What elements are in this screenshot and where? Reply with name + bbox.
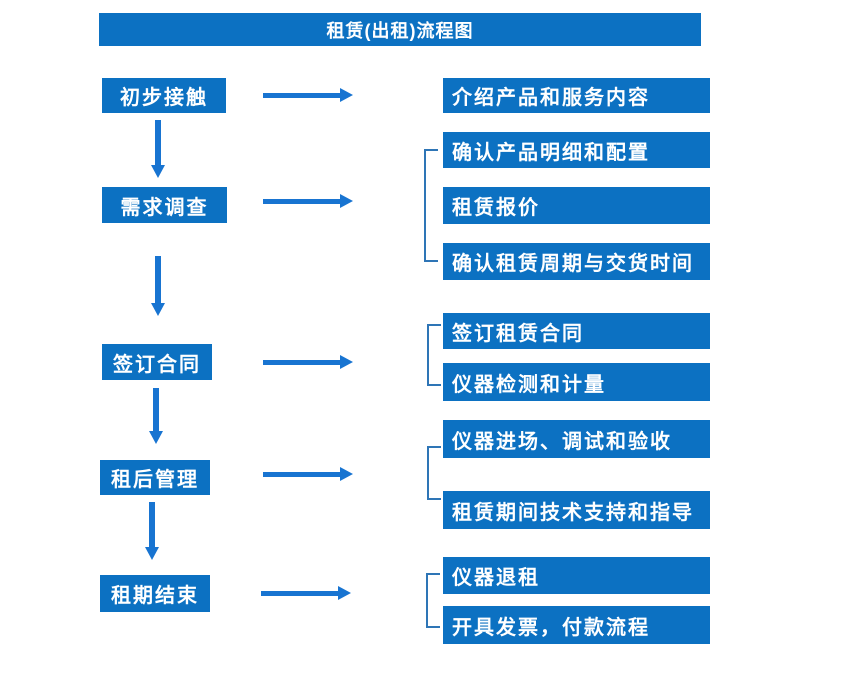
flowchart-title: 租赁(出租)流程图	[99, 13, 701, 46]
arrow-shaft	[263, 359, 342, 365]
step-box-rental-end: 租期结束	[100, 575, 210, 612]
arrow-head-icon	[340, 194, 353, 208]
arrow-head-icon	[149, 431, 163, 444]
right-arrow-sign-contract	[263, 355, 353, 369]
bracket-group-sign-contract	[427, 324, 441, 386]
arrow-shaft	[153, 388, 159, 432]
arrow-head-icon	[338, 586, 351, 600]
step-box-post-rental-management: 租后管理	[100, 460, 210, 495]
arrow-shaft	[263, 92, 342, 98]
bracket-group-rental-end	[426, 573, 440, 628]
arrow-head-icon	[151, 165, 165, 178]
arrow-head-icon	[340, 88, 353, 102]
step-box-sign-contract: 签订合同	[102, 344, 212, 380]
right-arrow-demand-survey	[263, 194, 353, 208]
bracket-group-post-rental	[427, 446, 441, 500]
arrow-shaft	[263, 471, 342, 477]
detail-box-sign-rental-contract: 签订租赁合同	[443, 313, 710, 349]
arrow-shaft	[155, 256, 161, 304]
detail-box-introduce-products: 介绍产品和服务内容	[443, 78, 710, 113]
down-arrow-4	[145, 502, 159, 560]
step-box-initial-contact: 初步接触	[102, 78, 226, 113]
down-arrow-1	[151, 120, 165, 178]
step-box-demand-survey: 需求调查	[102, 187, 227, 223]
right-arrow-rental-end	[261, 586, 351, 600]
arrow-shaft	[155, 120, 161, 166]
arrow-shaft	[149, 502, 155, 548]
down-arrow-2	[151, 256, 165, 316]
right-arrow-initial-contact	[263, 88, 353, 102]
arrow-head-icon	[340, 467, 353, 481]
detail-box-confirm-rental-period: 确认租赁周期与交货时间	[443, 243, 710, 280]
bracket-group-demand-survey	[424, 149, 438, 262]
arrow-head-icon	[151, 303, 165, 316]
arrow-head-icon	[340, 355, 353, 369]
detail-box-instrument-inspection: 仪器检测和计量	[443, 363, 710, 401]
detail-box-invoice-payment: 开具发票，付款流程	[443, 606, 710, 644]
detail-box-rental-quote: 租赁报价	[443, 187, 710, 224]
arrow-head-icon	[145, 547, 159, 560]
detail-box-technical-support: 租赁期间技术支持和指导	[443, 491, 710, 529]
arrow-shaft	[261, 590, 340, 596]
down-arrow-3	[149, 388, 163, 444]
detail-box-confirm-product-config: 确认产品明细和配置	[443, 132, 710, 168]
detail-box-instrument-entry: 仪器进场、调试和验收	[443, 420, 710, 458]
arrow-shaft	[263, 198, 342, 204]
detail-box-instrument-return: 仪器退租	[443, 557, 710, 594]
right-arrow-post-rental	[263, 467, 353, 481]
